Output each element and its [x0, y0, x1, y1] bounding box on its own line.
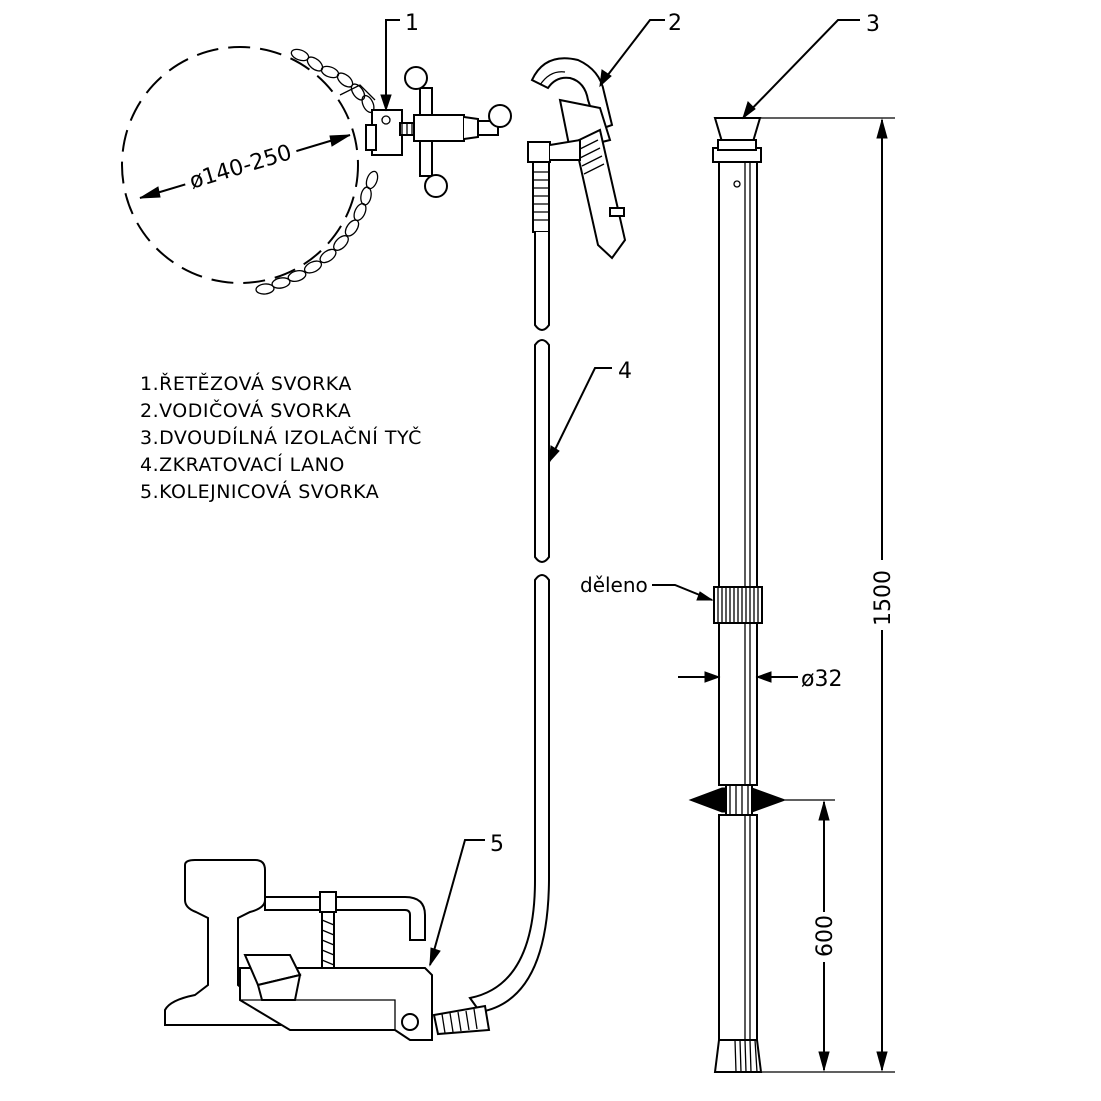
- callout-number-2: 2: [668, 11, 682, 36]
- chain-links-upper: [290, 48, 376, 114]
- rod-handle-section: [718, 814, 758, 1041]
- callout-number-5: 5: [490, 832, 504, 857]
- cable-segment-middle: [534, 339, 550, 563]
- split-note-label: děleno: [580, 573, 648, 597]
- callout-leader-1: [385, 19, 400, 105]
- insulating-rod: 3 děleno ø32 1500 600: [580, 12, 896, 1073]
- cable-segment-upper: [534, 232, 550, 331]
- callout-number-4: 4: [618, 359, 632, 384]
- legend-item-4: 4.ZKRATOVACÍ LANO: [140, 453, 345, 476]
- handle-knob-bottom: [424, 174, 448, 198]
- callout-leader-5: [429, 839, 485, 966]
- lower-length-label: 600: [813, 915, 838, 957]
- legend-item-2: 2.VODIČOVÁ SVORKA: [140, 398, 351, 422]
- callout-leader-2: [603, 19, 665, 81]
- legend-item-5: 5.KOLEJNICOVÁ SVORKA: [140, 480, 379, 503]
- callout-number-3: 3: [866, 12, 880, 37]
- callout-leader-4: [548, 367, 612, 463]
- rod-bottom-cap: [713, 1039, 763, 1073]
- legend-item-1: 1.ŘETĚZOVÁ SVORKA: [140, 372, 352, 395]
- rail-clamp-upper-bar: [264, 896, 426, 941]
- callout-leader-3: [742, 19, 860, 119]
- total-length-label: 1500: [871, 570, 896, 626]
- legend-item-3: 3.DVOUDÍLNÁ IZOLAČNÍ TYČ: [140, 425, 422, 449]
- rod-diameter-label: ø32: [801, 667, 842, 692]
- cable-sleeve-bottom: [432, 1004, 491, 1036]
- shorting-cable: 4: [432, 232, 632, 1036]
- rail-clamp: 5: [164, 832, 504, 1041]
- handle-knob-top: [404, 66, 428, 90]
- chain-links-lower: [255, 170, 379, 295]
- conductor-clamp: 2: [527, 11, 682, 260]
- rod-upper-section: [718, 161, 758, 588]
- handle-knob-side: [488, 104, 512, 128]
- parts-legend: 1.ŘETĚZOVÁ SVORKA 2.VODIČOVÁ SVORKA 3.DV…: [140, 372, 422, 503]
- clamp-nut: [413, 114, 465, 142]
- cable-segment-lower: [468, 574, 550, 1014]
- rod-middle-section: [718, 622, 758, 786]
- conductor-clamp-screw: [573, 128, 627, 260]
- chain-clamp: 1 ø140-250: [121, 11, 512, 295]
- callout-number-1: 1: [405, 11, 419, 36]
- pipe-outline-dashed: [121, 46, 359, 284]
